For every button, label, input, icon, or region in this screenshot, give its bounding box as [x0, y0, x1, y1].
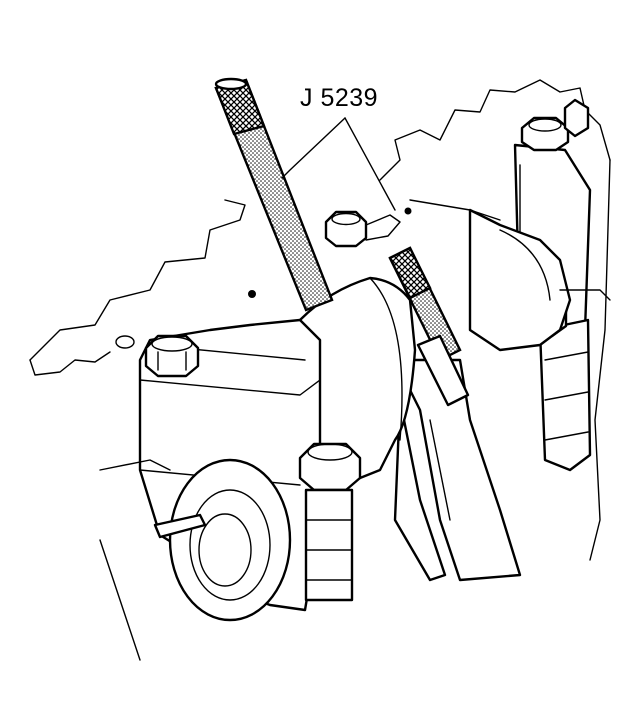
rear-small-fitting	[563, 98, 590, 138]
crankshaft-journal-left	[99, 458, 292, 661]
callout-label: J 5239	[300, 84, 379, 112]
engine-block-outline	[29, 79, 611, 561]
connecting-rod	[393, 358, 522, 582]
front-cap-bolt-top	[144, 334, 200, 378]
front-cap-bolt-stack	[304, 488, 354, 602]
feeler-tool-j5239	[214, 77, 470, 407]
crankshaft-journal-right	[468, 208, 611, 352]
rear-bolt-top	[520, 116, 570, 152]
front-cap-bolt-lower	[298, 442, 362, 492]
callout-leaders	[281, 117, 396, 211]
middle-bolt	[324, 210, 401, 248]
